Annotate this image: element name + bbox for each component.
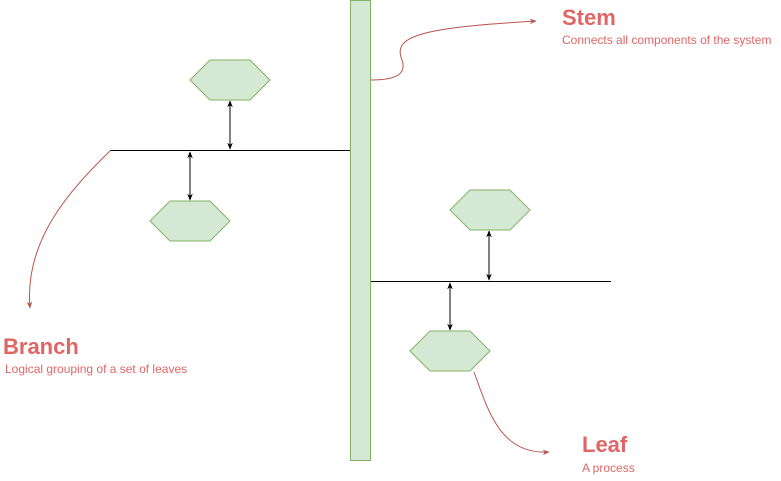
leaf-hexagon-upper-bottom	[149, 200, 231, 242]
leaf-annotation-connector	[473, 371, 550, 456]
leaf-title: Leaf	[582, 432, 628, 457]
branch-title: Branch	[3, 334, 79, 359]
leaf-hexagon-upper-top	[189, 59, 271, 101]
leaf-hexagon-lower-bottom	[409, 330, 491, 372]
branch-description: Logical grouping of a set of leaves	[5, 362, 188, 376]
stem-bar	[350, 0, 371, 461]
stem-description: Connects all components of the system	[562, 33, 772, 47]
leaf-description: A process	[582, 461, 635, 475]
branch-annotation-connector	[26, 150, 111, 309]
stem-annotation-connector	[370, 18, 537, 81]
stem-title: Stem	[562, 5, 616, 30]
leaf-hexagon-lower-top	[449, 189, 531, 231]
